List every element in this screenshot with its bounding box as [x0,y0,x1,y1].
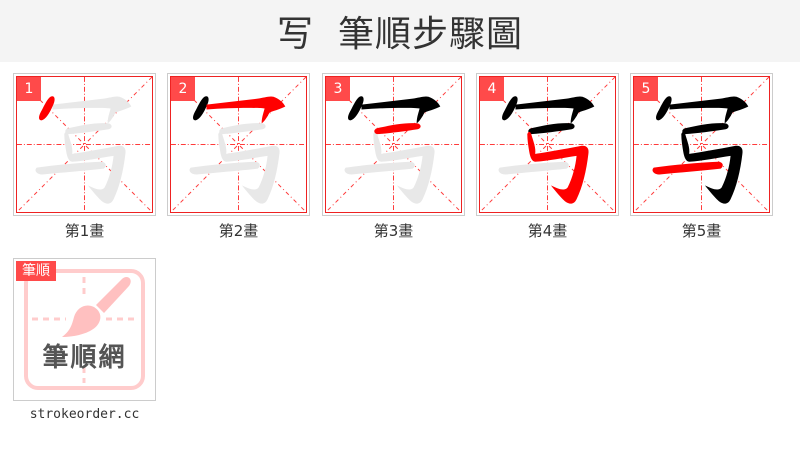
step-label: 第1畫 [64,222,105,240]
step-label: 第2畫 [218,222,259,240]
step-number-badge: 2 [171,77,195,101]
grid-box: 3 [325,76,462,213]
grid-box: 4 [479,76,616,213]
step-label: 第4畫 [527,222,568,240]
stroke-step-3: 3 [322,73,465,216]
site-url: strokeorder.cc [29,407,140,422]
page-header: 写筆順步驟圖 [0,0,800,62]
grid-box: 5 [633,76,770,213]
title-character: 写 [276,14,314,55]
step-number-badge: 3 [326,77,350,101]
logo-badge: 筆順 [16,261,56,281]
step-label: 第3畫 [373,222,414,240]
title-text: 筆順步驟圖 [338,14,524,55]
step-number-badge: 1 [17,77,41,101]
logo-text: 筆順網 [42,343,127,373]
grid-box: 1 [16,76,153,213]
stroke-step-2: 2 [167,73,310,216]
site-logo: 筆順 筆順網 [13,258,156,401]
page-title: 写筆順步驟圖 [277,5,523,57]
step-number-badge: 5 [634,77,658,101]
stroke-step-1: 1 [13,73,156,216]
brush-icon [24,269,145,390]
step-label: 第5畫 [681,222,722,240]
stroke-step-5: 5 [630,73,773,216]
stroke-step-4: 4 [476,73,619,216]
grid-box: 2 [170,76,307,213]
step-number-badge: 4 [480,77,504,101]
